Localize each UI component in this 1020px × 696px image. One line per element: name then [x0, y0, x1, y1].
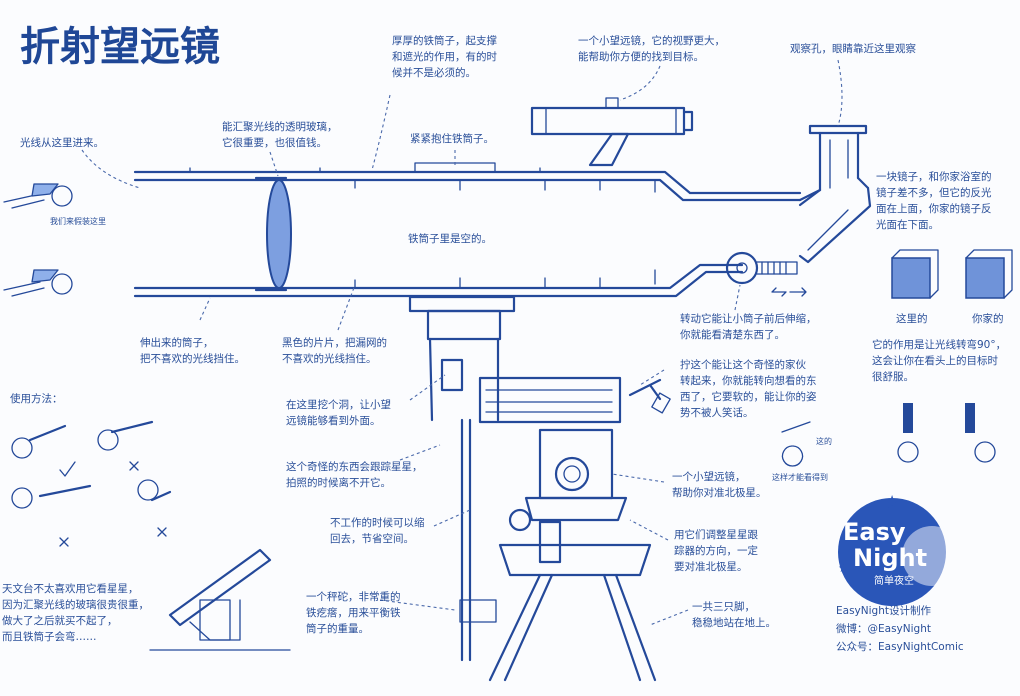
svg-text:★: ★ — [838, 561, 849, 575]
tripod — [488, 573, 657, 682]
label-bottom-1: 天文台不太喜欢用它看星星， — [2, 582, 139, 595]
finder-scope — [530, 97, 694, 167]
label-adjust-1: 用它们调整星星跟 — [674, 528, 758, 541]
label-bottom-3: 做大了之后就买不起了， — [2, 614, 118, 627]
label-legs-2: 稳稳地站在地上。 — [692, 616, 776, 629]
mirror-examples — [891, 249, 1013, 299]
label-lock-3: 西了，它要软的，能让你的姿 — [680, 390, 817, 403]
label-tube-1: 厚厚的铁筒子，起支撑 — [392, 34, 497, 47]
brand-line1: Easy — [843, 518, 906, 546]
label-adjust-3: 要对准北极星。 — [674, 560, 748, 573]
label-finder-1: 一个小望远镜，它的视野更大， — [578, 34, 725, 47]
label-dew-1: 伸出来的筒子， — [140, 336, 214, 349]
label-baffle-2: 不喜欢的光线挡住。 — [282, 352, 377, 365]
label-mirror-func-3: 很舒服。 — [872, 370, 914, 383]
label-weight-3: 筒子的重量。 — [306, 622, 369, 635]
label-weight-1: 一个秤砣，非常重的 — [306, 590, 401, 603]
label-credit: EasyNight设计制作 — [836, 604, 931, 617]
label-polar-2: 帮助你对准北极星。 — [672, 486, 767, 499]
leader-lines — [81, 59, 843, 626]
label-light-in: 光线从这里进来。 — [20, 136, 104, 149]
main-tube — [133, 162, 802, 298]
label-usage: 使用方法： — [10, 392, 63, 405]
brand-logo: Easy Night 简单夜空 ★ ★ — [838, 492, 962, 606]
label-retract-1: 不工作的时候可以缩 — [330, 516, 425, 529]
label-person-1: 这的 — [816, 436, 832, 446]
label-adjust-2: 踪器的方向，一定 — [674, 544, 758, 557]
label-dew-2: 把不喜欢的光线挡住。 — [140, 352, 245, 365]
label-mirror-2: 镜子差不多，但它的反光 — [876, 186, 992, 199]
label-lens-2: 它很重要，也很值钱。 — [222, 136, 327, 149]
labels: 光线从这里进来。 我们来假装这里 能汇聚光线的透明玻璃， 它很重要，也很值钱。 … — [2, 34, 1006, 653]
label-tube-3: 候并不是必须的。 — [392, 66, 476, 79]
viewer-figures — [781, 403, 996, 467]
usage-figures — [11, 420, 172, 547]
label-bottom-2: 因为汇聚光线的玻璃很贵很重， — [2, 598, 149, 611]
label-finder-2: 能帮助你方便的找到目标。 — [578, 50, 704, 63]
label-focus-2: 你就能看清楚东西了。 — [680, 328, 785, 341]
label-weight-2: 铁疙瘩，用来平衡铁 — [306, 606, 401, 619]
label-tube-empty: 铁筒子里是空的。 — [408, 232, 492, 245]
label-retract-2: 回去，节省空间。 — [330, 532, 414, 545]
label-mirror-1: 一块镜子，和你家浴室的 — [876, 170, 992, 183]
label-person-2: 这样才能看得到 — [772, 472, 828, 482]
brand-line2: Night — [853, 544, 927, 572]
label-polar-1: 一个小望远镜， — [672, 470, 746, 483]
incoming-light — [3, 183, 73, 297]
label-tube-2: 和遮光的作用，有的时 — [392, 50, 497, 63]
label-this-one: 这里的 — [896, 312, 928, 325]
label-focus-1: 转动它能让小筒子前后伸缩， — [680, 312, 817, 325]
label-fake: 我们来假装这里 — [50, 216, 106, 226]
label-yours: 你家的 — [972, 312, 1004, 325]
label-mirror-4: 光面在下面。 — [876, 218, 939, 231]
observatory-sketch — [149, 548, 291, 651]
label-eyepiece: 观察孔，眼睛靠近这里观察 — [790, 42, 916, 55]
label-hole-1: 在这里挖个洞，让小望 — [286, 398, 391, 411]
focus-knob — [725, 251, 807, 297]
label-mirror-3: 面在上面，你家的镜子反 — [876, 202, 992, 215]
label-lens-1: 能汇聚光线的透明玻璃， — [222, 120, 338, 133]
brand-cn: 简单夜空 — [874, 574, 914, 587]
label-lock-2: 转起来，你就能转向想看的东 — [680, 374, 817, 387]
equatorial-mount — [408, 295, 671, 662]
label-lock-1: 拧这个能让这个奇怪的家伙 — [680, 358, 806, 371]
label-mirror-func-2: 这会让你在看头上的目标时 — [872, 354, 998, 367]
label-legs-1: 一共三只脚， — [692, 600, 755, 613]
label-baffle-1: 黑色的片片，把漏网的 — [282, 336, 387, 349]
label-hole-2: 远镜能够看到外面。 — [286, 414, 381, 427]
diagram-title: 折射望远镜 — [20, 24, 220, 70]
label-tracker-1: 这个奇怪的东西会跟踪星星， — [286, 460, 423, 473]
label-clamp: 紧紧抱住铁筒子。 — [410, 132, 494, 145]
label-weibo: 微博：@EasyNight — [836, 622, 931, 635]
star-diagonal — [798, 124, 872, 264]
label-bottom-4: 而且铁筒子会弯…… — [2, 630, 97, 643]
svg-text:★: ★ — [884, 492, 900, 513]
label-lock-4: 势不被人笑话。 — [680, 406, 754, 419]
objective-lens — [254, 176, 292, 292]
label-tracker-2: 拍照的时候离不开它。 — [286, 476, 391, 489]
label-mirror-func-1: 它的作用是让光线转弯90°， — [872, 338, 1006, 351]
label-wechat: 公众号：EasyNightComic — [836, 641, 964, 653]
